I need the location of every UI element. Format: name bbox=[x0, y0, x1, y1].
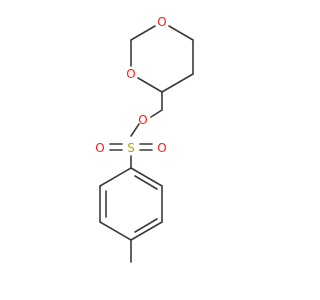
benzene-ring bbox=[99, 167, 163, 263]
atom-label-sulfonyl-o-left: O bbox=[95, 141, 104, 155]
benzene-double-2 bbox=[134, 218, 158, 233]
atom-label-sulfonyl-o-right: O bbox=[157, 141, 166, 155]
bond-ring-bottomleft bbox=[137, 77, 163, 93]
molecule-drawing: O O O S O O bbox=[95, 15, 194, 263]
linker bbox=[130, 91, 163, 137]
atom-label-ring-o1: O bbox=[157, 15, 166, 29]
benzene-bond-1 bbox=[130, 167, 163, 187]
benzene-bond-3 bbox=[130, 221, 163, 241]
benzene-bond-6 bbox=[99, 167, 132, 187]
bond-o1-c-right bbox=[168, 25, 194, 41]
bond-ring-bottomright bbox=[161, 73, 194, 93]
bond-o-s bbox=[130, 123, 140, 137]
sulfonyl-group bbox=[109, 143, 153, 169]
benzene-bond-4 bbox=[99, 221, 132, 241]
bond-ch2-o bbox=[150, 109, 163, 118]
structure-diagram: O O O S O O bbox=[95, 15, 194, 263]
atom-label-sulfur: S bbox=[127, 141, 135, 155]
atom-label-ring-o2: O bbox=[126, 67, 135, 81]
atom-label-ester-o: O bbox=[138, 113, 147, 127]
benzene-double-1 bbox=[134, 175, 158, 190]
dioxane-ring bbox=[130, 25, 194, 93]
bond-c-o1-left bbox=[130, 25, 156, 41]
atom-labels: O O O S O O bbox=[95, 15, 166, 155]
